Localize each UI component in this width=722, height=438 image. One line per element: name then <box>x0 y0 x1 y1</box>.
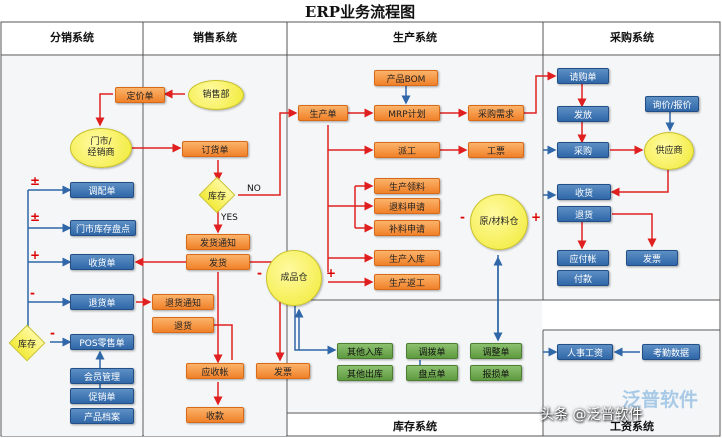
promotion-box: 促销单 <box>70 388 134 404</box>
other-out-box: 其他出库 <box>337 365 393 381</box>
sym-minus: - <box>30 286 35 300</box>
transfer-box: 调配单 <box>70 182 134 198</box>
ship-box: 发货 <box>186 254 250 270</box>
purchase-box: 采购 <box>557 142 609 158</box>
sales-invoice-box: 发票 <box>256 363 310 379</box>
other-in-box: 其他入库 <box>337 343 393 359</box>
warehouse-in-box: 生产入库 <box>374 250 440 266</box>
sales-return-box: 退货 <box>152 317 214 333</box>
member-box: 会员管理 <box>70 368 134 384</box>
no-label: NO <box>247 184 261 194</box>
issue-box: 发放 <box>557 106 609 122</box>
material-wh-ellipse: 原/材料仓 <box>470 194 528 250</box>
watermark-text: 头条 @泛普软件 <box>540 407 643 423</box>
pick-box: 生产领料 <box>374 178 440 194</box>
fg-minus: - <box>257 266 262 280</box>
purch-invoice-box: 发票 <box>626 250 678 266</box>
sym-plus: + <box>30 248 41 262</box>
inv-transfer-box: 调拨单 <box>406 343 458 359</box>
dealer-label: 门市/ 经销商 <box>87 137 115 158</box>
return-box: 退货单 <box>70 294 134 310</box>
ship-notice-box: 发货通知 <box>186 234 250 250</box>
purchase-need-box: 采购需求 <box>468 105 524 121</box>
section-sales: 销售系统 <box>193 31 237 44</box>
yes-label: YES <box>221 213 238 223</box>
requisition-box: 请购单 <box>557 68 609 84</box>
supplement-box: 补料申请 <box>374 220 440 236</box>
section-payroll: 工资系统 <box>610 420 654 433</box>
section-production: 生产系统 <box>393 31 437 44</box>
loss-box: 报损单 <box>470 365 522 381</box>
dealer-ellipse: 门市/ 经销商 <box>70 128 132 168</box>
sales-dept-ellipse: 销售部 <box>188 80 244 110</box>
finished-goods-ellipse: 成品仓 <box>266 250 322 306</box>
payable-box: 应付帐 <box>557 250 609 266</box>
price-box: 定价单 <box>115 87 165 103</box>
dispatch-box: 派工 <box>374 142 440 158</box>
product-archive-box: 产品档案 <box>70 408 134 424</box>
prod-order-box: 生产单 <box>298 105 348 121</box>
diagram-title: ERP业务流程图 <box>304 3 416 21</box>
store-stocktake-box: 门市库存盘点 <box>70 220 136 236</box>
purch-return-box: 退货 <box>557 206 611 222</box>
stock-check-label: 库存 <box>207 191 226 202</box>
order-box: 订货单 <box>182 141 248 157</box>
pos-box: POS零售单 <box>70 334 134 350</box>
rework-box: 生产返工 <box>374 274 440 290</box>
inv-stocktake-box: 盘点单 <box>406 365 458 381</box>
receipt-box: 收货单 <box>70 254 134 270</box>
supplier-ellipse: 供应商 <box>644 132 694 170</box>
fg-plus: + <box>326 266 337 280</box>
return-material-box: 退料申请 <box>374 198 440 214</box>
work-ticket-box: 工票 <box>468 142 524 158</box>
mrp-box: MRP计划 <box>374 105 440 121</box>
sym-minus-2: - <box>50 326 55 340</box>
section-inventory: 库存系统 <box>393 420 437 433</box>
dist-inventory-label: 库存 <box>17 339 36 350</box>
labor-box: 人事工资 <box>557 344 613 360</box>
receivable-box: 应收帐 <box>186 363 244 379</box>
adjust-box: 调整单 <box>470 343 522 359</box>
sym-plusminus-2: ± <box>30 210 41 224</box>
collection-box: 收款 <box>186 407 244 423</box>
receive-box: 收货 <box>557 184 611 200</box>
logo-watermark: 泛普软件 <box>622 389 699 411</box>
section-distribution: 分销系统 <box>50 31 94 44</box>
mw-plus: + <box>531 210 542 224</box>
attendance-box: 考勤数据 <box>642 344 700 360</box>
mw-minus: - <box>460 210 465 224</box>
return-notice-box: 退货通知 <box>152 294 214 310</box>
section-purchasing: 采购系统 <box>610 31 654 44</box>
inquiry-box: 询价/报价 <box>645 96 699 112</box>
sym-plusminus: ± <box>30 174 41 188</box>
pay-box: 付款 <box>557 270 609 286</box>
bom-box: 产品BOM <box>374 70 438 86</box>
